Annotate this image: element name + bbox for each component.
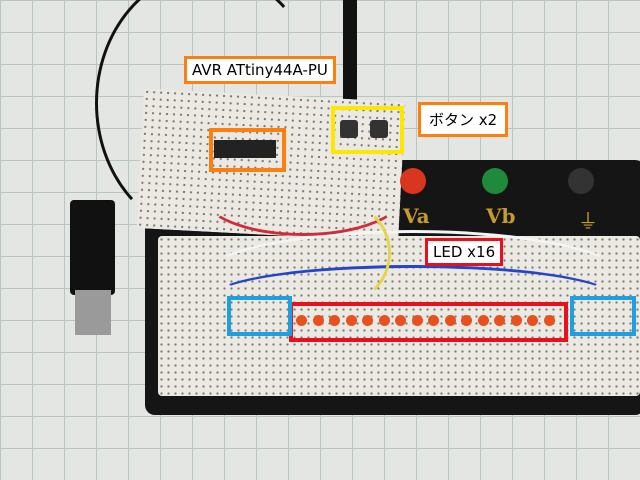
led	[312, 315, 324, 326]
right-resistor-highlight-box	[570, 296, 636, 336]
mcu-label: AVR ATtiny44A-PU	[184, 56, 336, 84]
led-highlight-box	[289, 302, 568, 342]
cable-black	[343, 0, 357, 110]
wire-white	[200, 230, 626, 326]
cable-usb	[95, 0, 321, 236]
push-button-2[interactable]	[370, 120, 388, 138]
led	[395, 315, 406, 326]
led	[362, 315, 373, 326]
led	[378, 315, 390, 326]
led-label: LED x16	[425, 238, 504, 266]
mcu-highlight-box	[209, 128, 286, 172]
label-vb: Vb	[486, 204, 516, 228]
led	[477, 315, 489, 326]
left-resistor-highlight-box	[227, 296, 292, 336]
led	[461, 315, 472, 326]
led	[411, 315, 423, 326]
led	[296, 315, 307, 326]
led	[428, 315, 439, 326]
usb-connector	[70, 200, 115, 295]
ground-symbol: ⏚	[578, 209, 598, 233]
button-highlight-box	[331, 106, 404, 154]
led	[444, 315, 456, 326]
wire-yellow	[285, 200, 391, 306]
led	[329, 315, 340, 326]
wire-blue	[210, 265, 616, 331]
led	[543, 315, 555, 326]
led	[494, 315, 505, 326]
button-label: ボタン x2	[418, 102, 509, 137]
terminal-post-green	[482, 168, 508, 194]
usb-plug	[75, 290, 111, 335]
terminal-post-black	[568, 168, 594, 194]
push-button-1[interactable]	[340, 120, 358, 138]
label-va: Va	[403, 204, 430, 228]
led	[527, 315, 538, 326]
led	[510, 315, 522, 326]
led	[345, 315, 357, 326]
